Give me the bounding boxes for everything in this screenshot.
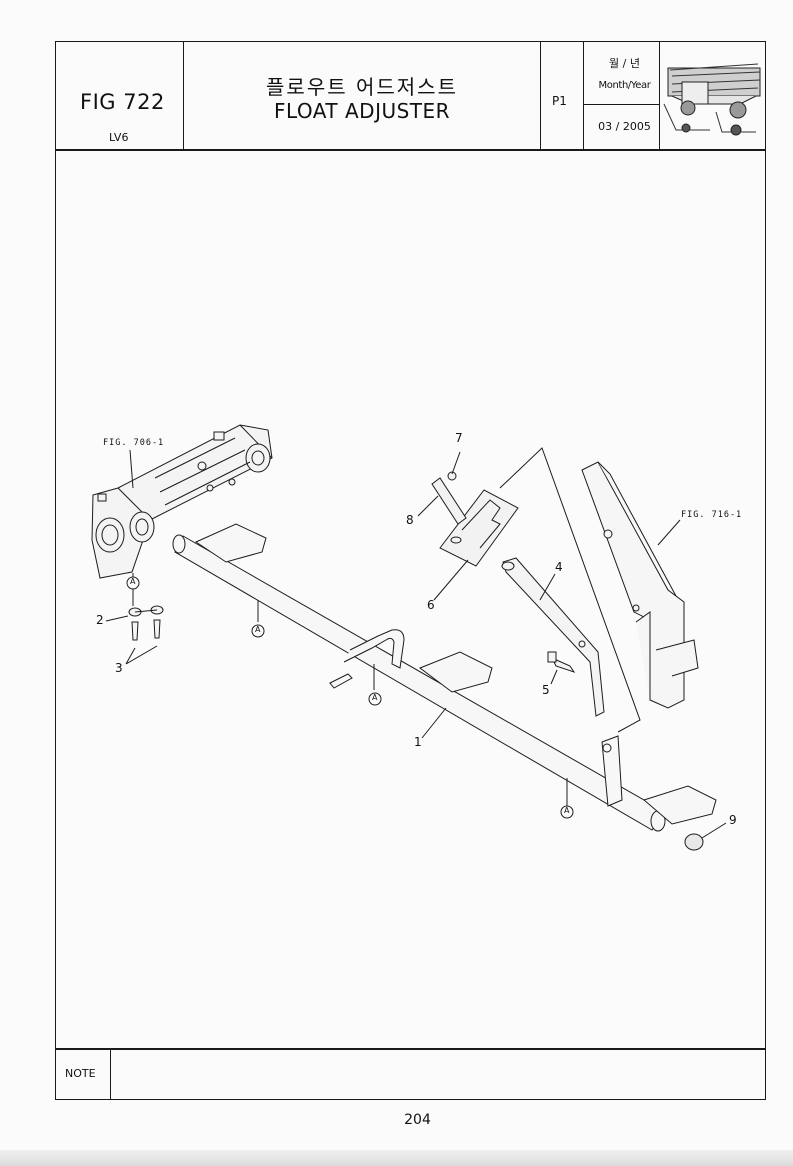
callout-4: 4 <box>555 560 563 574</box>
connector-symbol: A <box>255 625 261 634</box>
note-divider <box>110 1048 112 1100</box>
page-number: 204 <box>404 1112 431 1128</box>
callout-1: 1 <box>414 735 422 749</box>
callout-2: 2 <box>96 613 104 627</box>
callout-6: 6 <box>427 598 435 612</box>
page-title: FLOAT ADJUSTER <box>273 99 451 123</box>
footer-divider <box>55 1048 766 1050</box>
page-code: P1 <box>552 94 567 108</box>
connector-symbol: A <box>564 806 570 815</box>
header-col-divider-3 <box>583 41 585 150</box>
header-col-divider-1 <box>183 41 185 150</box>
callout-3: 3 <box>115 661 123 675</box>
month-year-label-korean: 월 / 년 <box>609 57 640 70</box>
page-frame <box>55 41 766 1100</box>
note-label: NOTE <box>65 1067 96 1080</box>
header-col-divider-2 <box>540 41 542 150</box>
callout-8: 8 <box>406 513 414 527</box>
connector-symbol: A <box>372 693 378 702</box>
figure-number: FIG 722 <box>80 90 165 114</box>
scan-edge <box>0 1150 793 1166</box>
issue-date: 03 / 2005 <box>598 120 651 133</box>
ref-label-fig706: FIG. 706-1 <box>103 438 165 448</box>
ref-label-fig716: FIG. 716-1 <box>681 510 743 520</box>
callout-9: 9 <box>729 813 737 827</box>
header-divider <box>55 149 766 151</box>
connector-symbol: A <box>130 577 136 586</box>
header-col-divider-4 <box>659 41 661 150</box>
month-year-label: Month/Year <box>598 80 651 91</box>
month-year-divider <box>583 104 660 106</box>
page-title-korean: 플로우트 어드저스트 <box>266 75 458 99</box>
callout-7: 7 <box>455 431 463 445</box>
model-code: LV6 <box>109 131 129 144</box>
callout-5: 5 <box>542 683 550 697</box>
